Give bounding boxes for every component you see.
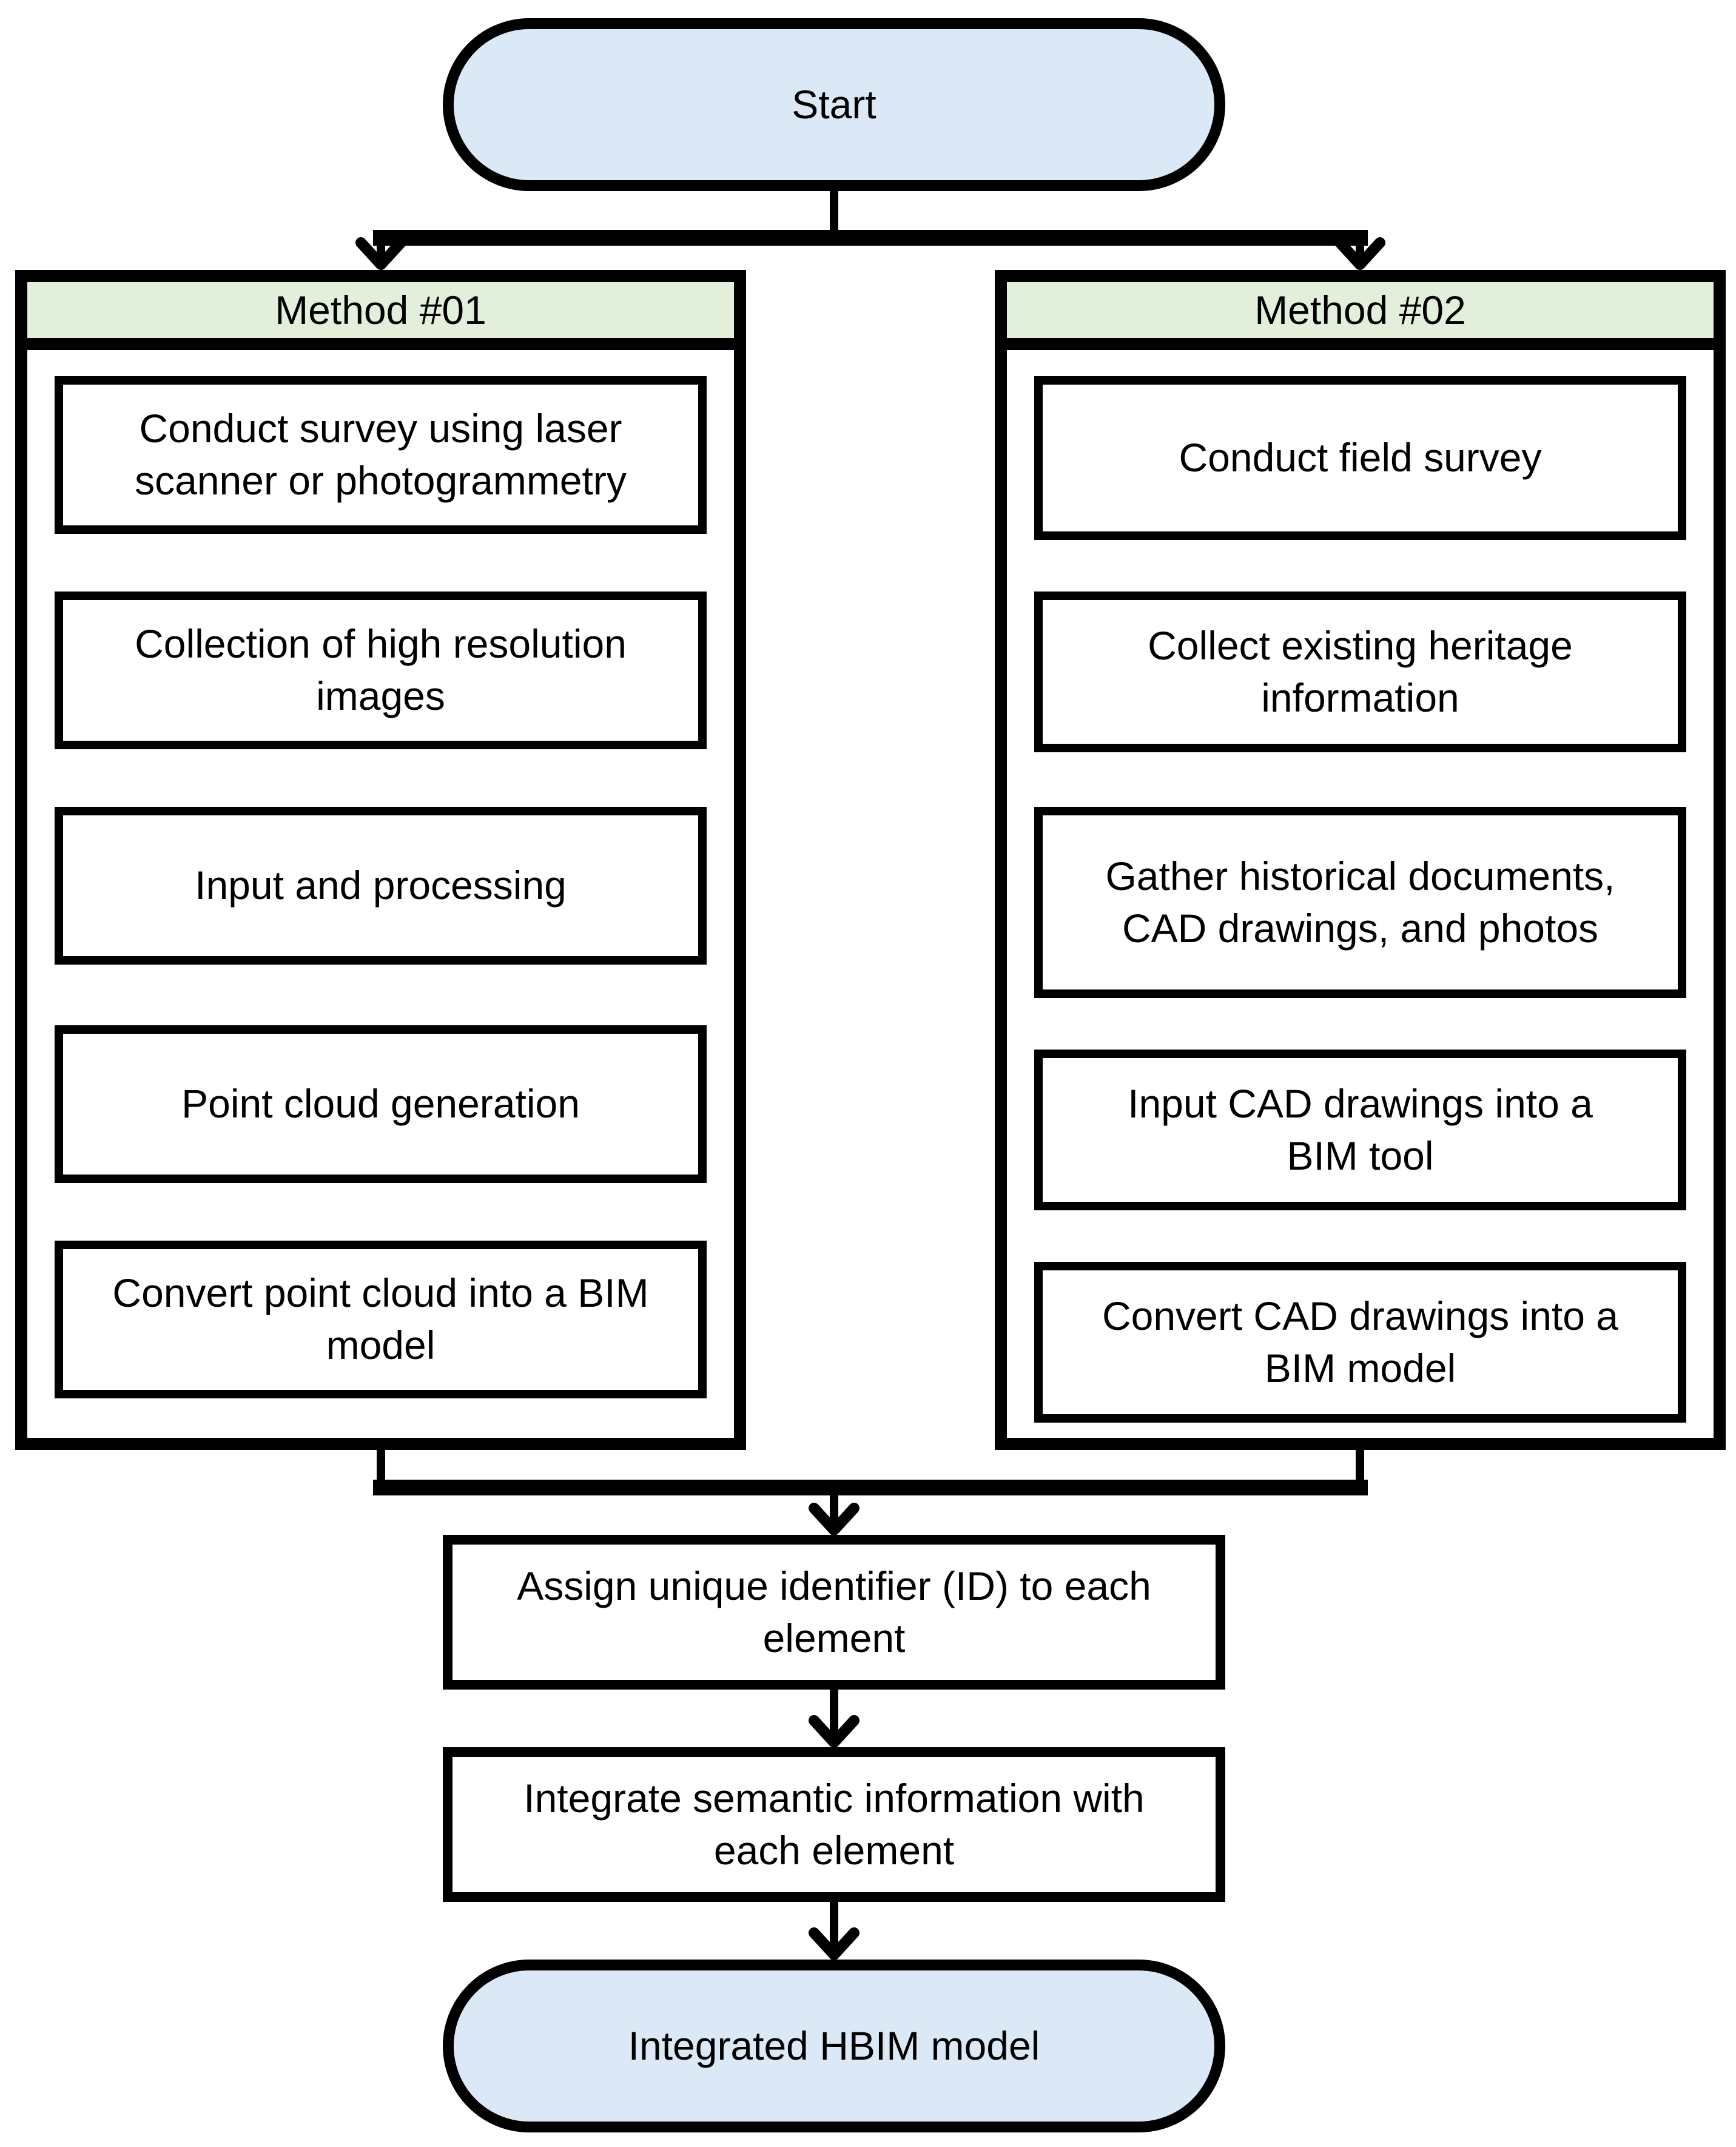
- merge-connector: [373, 1449, 1368, 1535]
- method-01-step-5: Convert point cloud into a BIM model: [55, 1241, 707, 1398]
- arrowhead-down-icon: [355, 237, 406, 270]
- arrow-start-to-split: [373, 188, 1368, 246]
- assign-id-step: Assign unique identifier (ID) to each el…: [443, 1535, 1225, 1690]
- method-02-step-1: Conduct field survey: [1034, 376, 1686, 540]
- method-02-step-3: Gather historical documents, CAD drawing…: [1034, 807, 1686, 998]
- arrowhead-down-icon: [1334, 237, 1385, 270]
- arrow-assign-to-integrate: [809, 1688, 860, 1748]
- integrate-semantic-step: Integrate semantic information with each…: [443, 1747, 1225, 1902]
- method-02-step-5: Convert CAD drawings into a BIM model: [1034, 1262, 1686, 1423]
- arrow-split-to-method2: [1334, 237, 1385, 270]
- arrowhead-down-icon: [809, 1503, 860, 1535]
- method-01-step-1: Conduct survey using laser scanner or ph…: [55, 376, 707, 534]
- method-02-header: Method #02: [1007, 282, 1714, 350]
- end-node: Integrated HBIM model: [443, 1960, 1225, 2132]
- arrow-integrate-to-end: [809, 1901, 860, 1960]
- arrowhead-down-icon: [809, 1715, 860, 1748]
- method-02-step-2: Collect existing heritage information: [1034, 592, 1686, 752]
- arrow-split-to-method1: [355, 237, 406, 270]
- start-node: Start: [443, 18, 1225, 191]
- method-01-step-4: Point cloud generation: [55, 1025, 707, 1183]
- method-01-step-2: Collection of high resolution images: [55, 592, 707, 749]
- method-01-step-3: Input and processing: [55, 807, 707, 965]
- arrowhead-down-icon: [809, 1927, 860, 1960]
- method-01-header: Method #01: [27, 282, 734, 350]
- method-02-step-4: Input CAD drawings into a BIM tool: [1034, 1050, 1686, 1210]
